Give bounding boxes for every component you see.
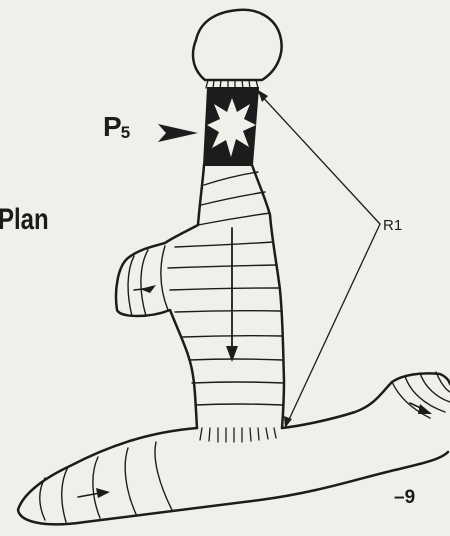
base-fringe bbox=[200, 428, 276, 442]
lateral-bud bbox=[128, 246, 168, 316]
arrow-icon bbox=[96, 488, 110, 498]
figure-number: –9 bbox=[394, 488, 415, 507]
rhizome-bands bbox=[40, 442, 172, 522]
rhizome-outline bbox=[18, 428, 448, 524]
arrow-icon bbox=[258, 90, 268, 102]
label-plan: Plan bbox=[0, 205, 49, 235]
triangle-pointer-icon bbox=[158, 124, 198, 142]
terminal-bulb bbox=[193, 10, 282, 80]
label-p5: P5 bbox=[103, 113, 129, 141]
stem-right-edge bbox=[252, 165, 284, 428]
label-r1: R1 bbox=[383, 218, 402, 233]
